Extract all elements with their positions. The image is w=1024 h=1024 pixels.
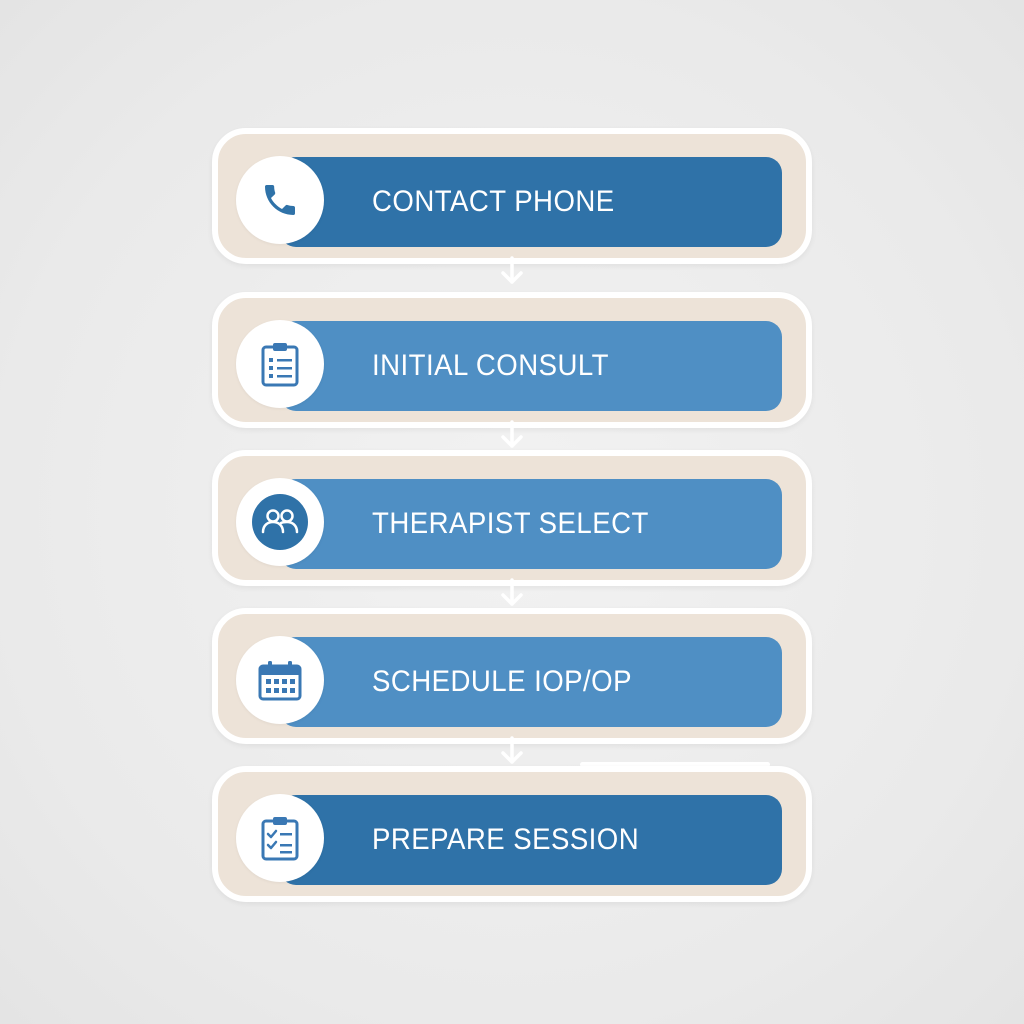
- step-bar: INITIAL CONSULT: [280, 321, 782, 411]
- step-icon-badge: [236, 320, 324, 408]
- step-icon-badge: [236, 156, 324, 244]
- down-arrow-icon: [501, 420, 523, 448]
- step-icon-badge: [236, 636, 324, 724]
- divider-line: [580, 762, 770, 767]
- step-bar: THERAPIST SELECT: [280, 479, 782, 569]
- step-therapist-select: THERAPIST SELECT: [212, 450, 812, 586]
- step-contact-phone: CONTACT PHONE: [212, 128, 812, 264]
- step-schedule-iop-op: SCHEDULE IOP/OP: [212, 608, 812, 744]
- step-bar: PREPARE SESSION: [280, 795, 782, 885]
- step-prepare-session: PREPARE SESSION: [212, 766, 812, 902]
- step-initial-consult: INITIAL CONSULT: [212, 292, 812, 428]
- step-label: THERAPIST SELECT: [372, 507, 649, 540]
- step-icon-badge: [236, 794, 324, 882]
- step-label: CONTACT PHONE: [372, 185, 615, 218]
- step-label: SCHEDULE IOP/OP: [372, 665, 632, 698]
- users-icon: [250, 492, 310, 552]
- step-label: INITIAL CONSULT: [372, 349, 609, 382]
- step-bar: SCHEDULE IOP/OP: [280, 637, 782, 727]
- phone-icon: [260, 180, 300, 220]
- step-bar: CONTACT PHONE: [280, 157, 782, 247]
- down-arrow-icon: [501, 736, 523, 764]
- clipboard-list-icon: [258, 340, 302, 388]
- down-arrow-icon: [501, 256, 523, 284]
- step-label: PREPARE SESSION: [372, 823, 640, 856]
- calendar-icon: [257, 658, 303, 702]
- clipboard-check-icon: [259, 814, 301, 862]
- down-arrow-icon: [501, 578, 523, 606]
- step-icon-badge: [236, 478, 324, 566]
